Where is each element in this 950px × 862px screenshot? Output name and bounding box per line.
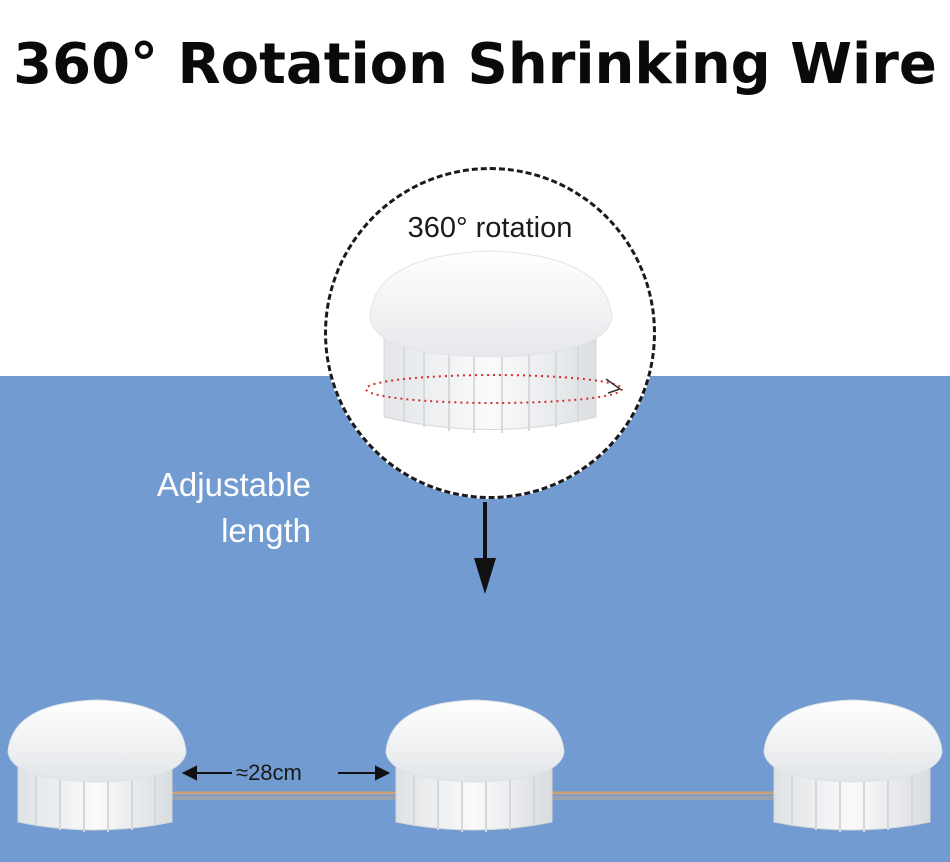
rotation-callout: 360° rotation — [324, 167, 656, 499]
adjustable-length-label: Adjustable length — [11, 462, 311, 554]
adjustable-length-line1: Adjustable — [156, 466, 311, 503]
adjustable-length-line2: length — [221, 512, 311, 549]
page-title: 360° Rotation Shrinking Wire — [13, 32, 937, 97]
magnified-bulb — [365, 250, 623, 433]
arrow-down-icon — [474, 502, 496, 594]
spacing-label: ≈28cm — [236, 760, 302, 785]
rotation-label: 360° rotation — [407, 212, 573, 244]
